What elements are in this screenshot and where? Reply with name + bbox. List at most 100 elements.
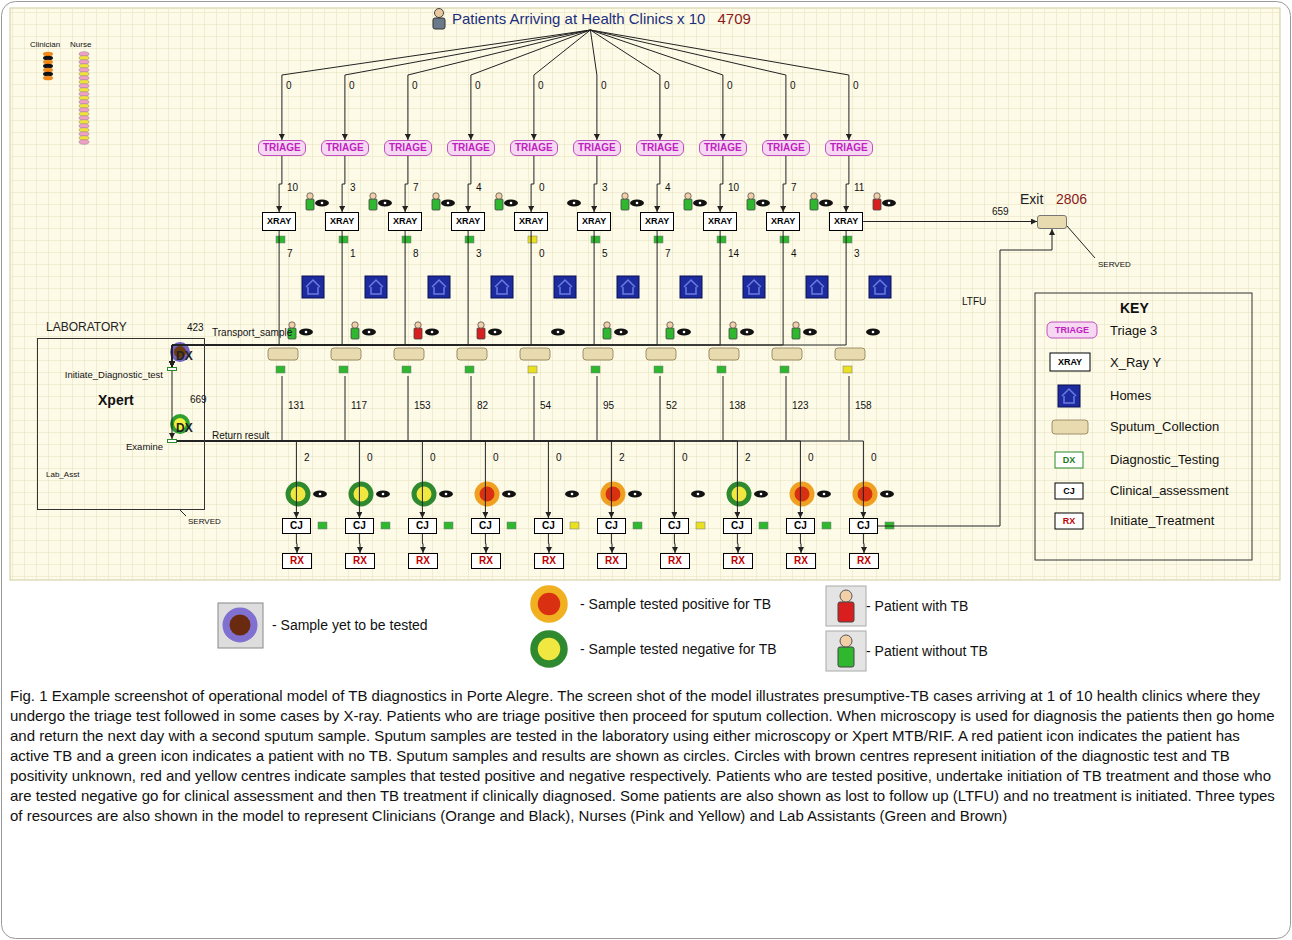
home-roof [495,280,509,294]
clinician-resource [43,64,53,69]
flow-count: 153 [414,400,431,412]
flow-count: 158 [855,400,872,412]
flow-count: 123 [792,400,809,412]
sputum-box [268,348,298,360]
connector [783,156,786,212]
flow-count: 0 [790,80,796,92]
patient-head [307,193,313,199]
connector [590,30,723,140]
flow-count: 0 [682,452,688,464]
key-icon-text: DX [1055,453,1083,467]
sample-circle [288,484,308,504]
node-label: CJ [857,520,870,532]
node-label: XRAY [456,216,480,227]
status-square [402,366,411,373]
patient-body [433,18,445,29]
legend-text: Sputum_Collection [1110,419,1219,435]
patient-head [811,193,817,199]
flow-count: 3 [854,248,860,260]
connector [177,441,674,518]
resource-label: Lab_Asst [46,470,79,480]
status-square [339,366,348,373]
flow-count: 0 [808,452,814,464]
key-dx-icon [1055,452,1083,468]
node-label: RX [479,555,493,567]
connector [485,534,487,553]
xray-box: XRAY [388,212,422,231]
status-square [633,522,642,529]
node-label: TRIAGE [263,142,301,154]
patient-head [793,322,799,328]
sputum-box [457,348,487,360]
connector [408,30,591,140]
legend-text: Triage 3 [1110,323,1157,339]
patient-head [622,193,628,199]
eye-icon [740,329,754,336]
patient-icon [603,328,611,339]
home-roof [873,280,887,294]
node-label: XRAY [645,216,669,227]
connector [177,441,737,518]
flow-line [660,376,661,440]
clinical-box: CJ [660,518,689,534]
flow-count: 10 [728,182,739,194]
screen-grid [10,8,1280,580]
connector [674,534,676,553]
home-icon [554,276,576,298]
status-square [528,366,537,373]
home-icon [1058,385,1080,407]
status-square [591,236,600,243]
node-label: XRAY [771,216,795,227]
home-icon [869,276,891,298]
flow-count: 4 [791,248,797,260]
node-label: CJ [290,520,303,532]
eye-pupil [319,493,322,496]
node-label: RX [794,555,808,567]
flow-count: 7 [287,248,293,260]
key-icon-text: TRIAGE [1047,323,1097,337]
node-label: XRAY [708,216,732,227]
eye-icon [425,329,439,336]
triage-box: TRIAGE [510,140,558,156]
node-note: 2806 [1056,191,1087,207]
home-icon [617,276,639,298]
connector [878,229,1052,526]
connector [177,441,611,518]
connector [468,156,471,212]
connector [296,534,298,553]
connector [342,156,345,212]
status-square [654,366,663,373]
node-label: TRIAGE [830,142,868,154]
eye-icon [565,491,579,498]
flow-count: 52 [666,400,677,412]
key-triage-icon [1047,322,1097,338]
connector [172,231,279,367]
home-icon [806,276,828,298]
legend-text: Clinical_assessment [1110,483,1229,499]
connector [737,534,739,553]
sample-circle [855,484,875,504]
connector [863,221,1037,222]
patient-icon [306,199,314,210]
patient-head [840,590,852,602]
eye-pupil [620,331,623,334]
eye-icon [754,491,768,498]
eye-pupil [872,331,875,334]
xray-box: XRAY [766,212,800,231]
xray-box: XRAY [829,212,863,231]
home-roof [747,280,761,294]
connector [172,231,720,367]
triage-box: TRIAGE [573,140,621,156]
legend-text: X_Ray Y [1110,355,1161,371]
status-square [318,522,327,529]
home-roof [1062,389,1076,403]
sink-label: SERVED [188,517,221,527]
connector [172,231,405,367]
xray-box: XRAY [325,212,359,231]
legend-text: Diagnostic_Testing [1110,452,1219,468]
flow-line [534,376,535,440]
eye-icon [378,200,392,207]
status-square [843,236,852,243]
clinician-resource [43,60,53,65]
flow-label: Transport_sample [212,327,292,339]
